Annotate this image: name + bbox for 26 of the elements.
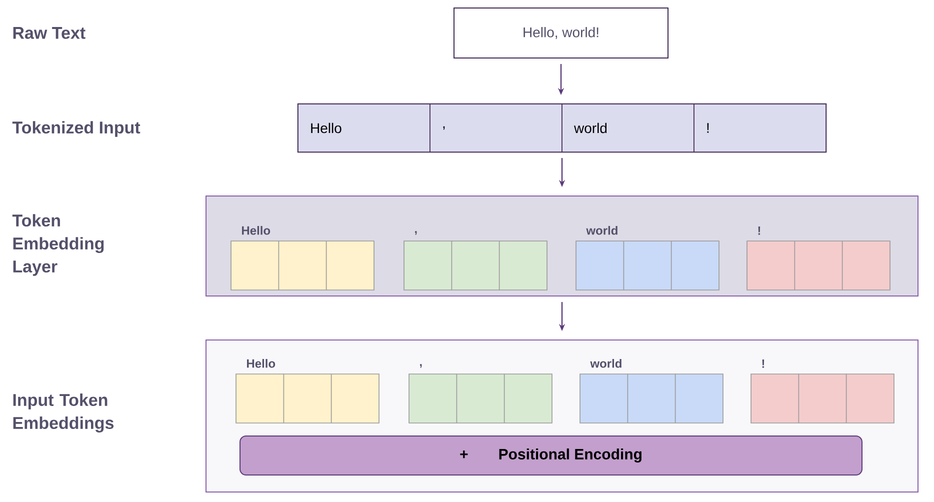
row-label: Input Token Embeddings xyxy=(13,394,114,432)
embedding-vector: ! xyxy=(746,226,890,290)
embedding-vector: ! xyxy=(750,360,894,424)
token-cell: Hello xyxy=(298,104,430,152)
node-label: , xyxy=(420,364,422,368)
row-label: Tokenized Input xyxy=(12,121,140,137)
embedding-vector: , xyxy=(408,364,552,424)
token-cell: ! xyxy=(694,104,826,152)
node-label: ! xyxy=(758,226,760,235)
token-cell: , xyxy=(430,104,562,152)
node-label: Hello xyxy=(247,358,276,368)
embedding-vector: Hello xyxy=(236,358,380,424)
node-label: world xyxy=(586,226,618,235)
embedding-vector: , xyxy=(404,231,548,290)
row-label: Raw Text xyxy=(13,27,86,39)
node-label: world xyxy=(590,358,622,368)
encoding-bar: + Positional Encoding xyxy=(240,435,862,476)
text-box: Hello, world! xyxy=(454,8,668,58)
node-label: ! xyxy=(762,360,764,368)
row-label: Token Embedding Layer xyxy=(12,214,104,276)
embedding-vector: world xyxy=(580,358,724,424)
embedding-vector: Hello xyxy=(230,226,374,290)
node-label: , xyxy=(415,231,417,235)
node-label: Hello xyxy=(242,226,270,235)
token-cell: world xyxy=(562,104,694,152)
embedding-vector: world xyxy=(576,226,720,290)
